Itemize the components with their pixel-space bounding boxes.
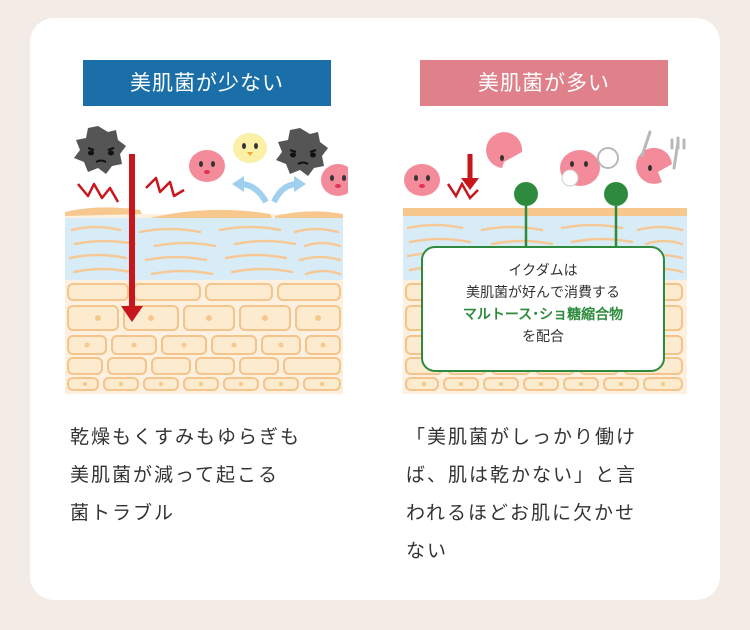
callout-box: イクダムは 美肌菌が好んで消費する マルトース･ショ糖縮合物 を配合 bbox=[421, 246, 665, 372]
eating-bacteria-icon bbox=[560, 147, 619, 187]
left-heading: 美肌菌が少ない bbox=[83, 60, 331, 106]
left-caption: 乾燥もくすみもゆらぎも 美肌菌が減って起こる 菌トラブル bbox=[70, 426, 302, 524]
right-heading: 美肌菌が多い bbox=[420, 60, 668, 106]
cutlery-icon bbox=[640, 130, 686, 170]
good-bacteria-icon bbox=[321, 164, 348, 196]
right-caption: 「美肌菌がしっかり働け ば、肌は乾かない」と言 われるほどお肌に欠かせ ない bbox=[406, 426, 638, 562]
neutral-bacteria-icon bbox=[233, 133, 267, 163]
eating-bacteria-icon bbox=[486, 132, 523, 168]
bad-bacteria-icon bbox=[276, 128, 328, 176]
callout-line-1: イクダムは bbox=[508, 263, 578, 279]
eating-bacteria-icon bbox=[636, 147, 672, 184]
left-skin-illustration bbox=[65, 126, 348, 394]
callout-line-4: を配合 bbox=[522, 329, 564, 345]
bad-bacteria-icon bbox=[74, 126, 126, 174]
good-bacteria-icon bbox=[404, 164, 440, 196]
good-bacteria-icon bbox=[189, 150, 225, 182]
callout-ingredient: マルトース･ショ糖縮合物 bbox=[462, 307, 624, 323]
callout-line-2: 美肌菌が好んで消費する bbox=[466, 285, 620, 301]
